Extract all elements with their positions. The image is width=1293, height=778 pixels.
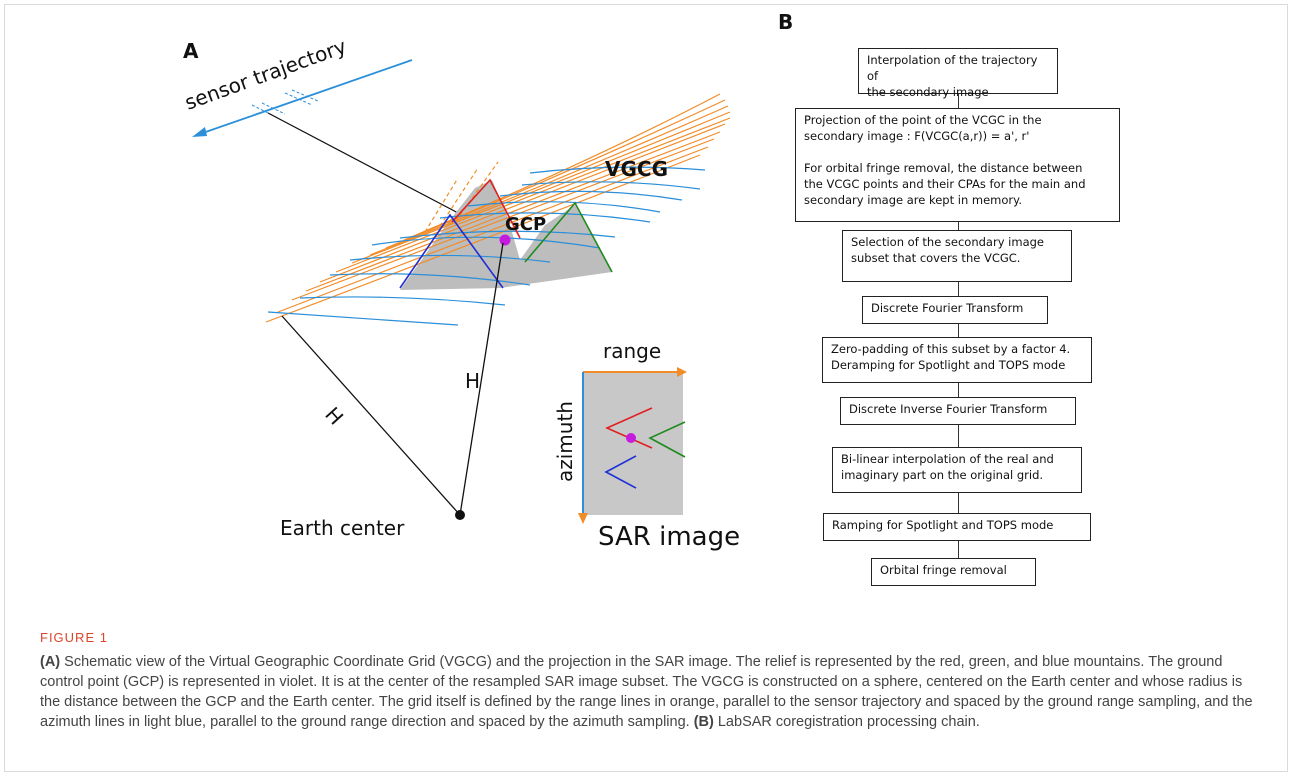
azimuth-line <box>371 236 601 249</box>
azimuth-line <box>399 230 616 239</box>
figure-frame <box>4 4 1288 772</box>
blue-mountain <box>399 213 504 289</box>
azimuth-line <box>529 166 706 174</box>
figure-caption: (A) Schematic view of the Virtual Geogra… <box>40 652 1265 732</box>
flow-connector <box>958 493 959 513</box>
trajectory-tick <box>291 89 319 102</box>
step-bilinear-interpolation: Bi-linear interpolation of the real and … <box>832 447 1082 493</box>
azimuth-line <box>329 273 531 286</box>
flow-connector <box>958 541 959 558</box>
range-line <box>385 99 726 249</box>
flow-connector <box>958 425 959 447</box>
step-orbital-fringe-removal: Orbital fringe removal <box>871 558 1036 586</box>
sar-green-mountain <box>648 421 686 458</box>
range-line-dashes <box>424 161 499 233</box>
flow-connector <box>958 324 959 337</box>
schematic-view: A sensor trajectory <box>182 34 741 552</box>
azimuth-lines <box>267 166 706 326</box>
flow-connector <box>958 94 959 108</box>
azimuth-line <box>499 190 683 201</box>
azimuth-line <box>439 212 651 223</box>
radius-line-right <box>459 242 504 516</box>
azimuth-line <box>349 254 551 263</box>
flow-connector <box>958 222 959 230</box>
caption-b-tag: (B) <box>693 714 714 730</box>
sar-red-mountain <box>605 407 653 449</box>
azimuth-line <box>299 296 506 306</box>
caption-a-text: Schematic view of the Virtual Geographic… <box>40 654 1253 730</box>
red-mountain <box>451 178 521 239</box>
figure-heading: FIGURE 1 <box>40 630 108 645</box>
flow-connector <box>958 282 959 296</box>
caption-b-text: LabSAR coregistration processing chain. <box>713 714 980 730</box>
sensor-trajectory-label: sensor trajectory <box>182 34 350 115</box>
gcp-point <box>499 234 511 246</box>
range-label: range <box>603 339 661 363</box>
flow-connector <box>958 383 959 397</box>
earth-center-label: Earth center <box>280 516 405 540</box>
trajectory-arrowhead <box>192 127 207 137</box>
range-line <box>319 123 726 283</box>
azimuth-line <box>467 201 661 213</box>
vgcg-label: VGCG <box>605 157 668 181</box>
trajectory-tick <box>261 102 286 115</box>
step-zero-padding: Zero-padding of this subset by a factor … <box>822 337 1092 383</box>
step-dft: Discrete Fourier Transform <box>862 296 1048 324</box>
azimuth-line <box>521 181 701 190</box>
radius-label-left: H <box>320 402 348 429</box>
range-line <box>351 111 731 264</box>
azimuth-axis-arrowhead <box>578 513 588 524</box>
radius-label-right: H <box>465 369 480 393</box>
range-lines <box>265 93 731 323</box>
range-line <box>369 105 729 256</box>
sar-image <box>583 372 683 515</box>
earth-center-point <box>455 510 465 520</box>
sar-blue-mountain <box>604 455 637 489</box>
gcp-label: GCP <box>505 214 546 235</box>
step-projection: Projection of the point of the VCGC in t… <box>795 108 1120 222</box>
range-line <box>277 146 709 313</box>
caption-a-tag: (A) <box>40 654 61 670</box>
range-line <box>291 138 715 301</box>
radius-line-left <box>281 315 461 516</box>
green-mountain <box>524 201 613 273</box>
step-ramping: Ramping for Spotlight and TOPS mode <box>823 513 1091 541</box>
step-subset-selection: Selection of the secondary image subset … <box>842 230 1072 282</box>
sar-gcp-point <box>626 433 636 443</box>
range-line <box>265 154 701 323</box>
panel-b-label: B <box>778 10 794 34</box>
azimuth-label: azimuth <box>553 401 577 482</box>
sensor-trajectory-line <box>196 59 413 136</box>
range-line <box>335 117 731 273</box>
range-axis-arrowhead <box>677 367 687 377</box>
range-line <box>403 93 721 241</box>
sar-image-label: SAR image <box>598 522 740 552</box>
azimuth-line <box>267 311 459 326</box>
step-inverse-dft: Discrete Inverse Fourier Transform <box>840 397 1076 425</box>
step-interpolate-trajectory: Interpolation of the trajectory of the s… <box>858 48 1058 99</box>
panel-a-label: A <box>183 39 199 63</box>
